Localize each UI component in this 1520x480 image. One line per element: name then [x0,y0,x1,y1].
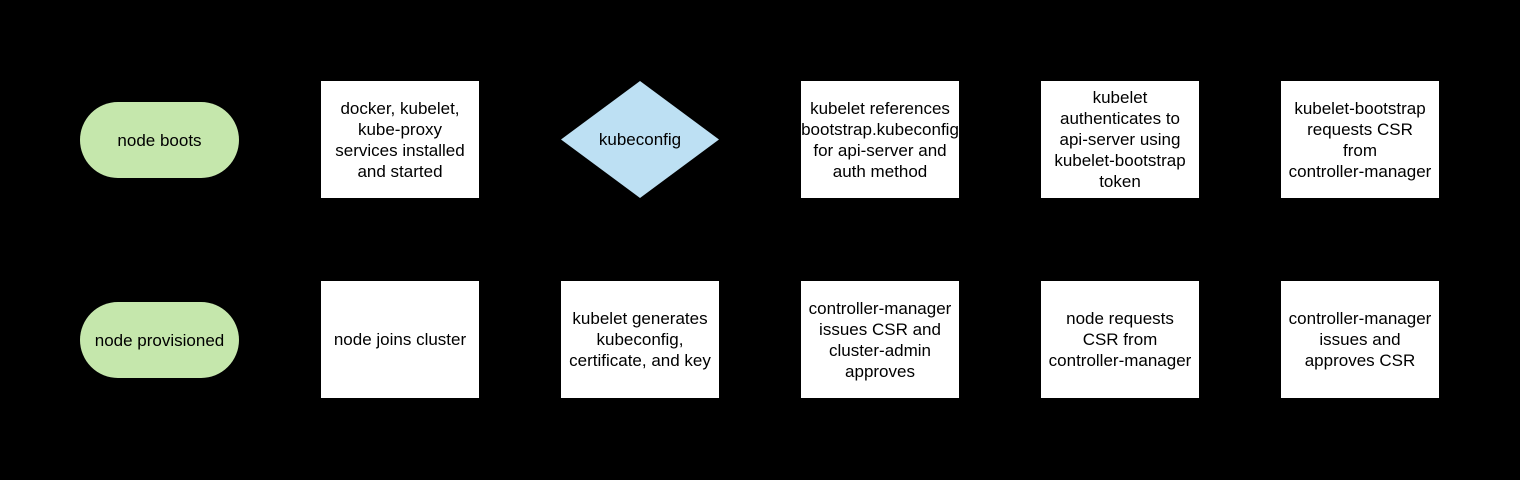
flow-node-kubeconfig-decision: kubeconfig [561,81,719,198]
flow-node-node-boots: node boots [80,102,239,178]
flow-node-services-installed: docker, kubelet, kube-proxy services ins… [321,81,479,198]
node-label: controller-manager issues and approves C… [1288,309,1432,370]
flow-node-kubelet-authenticates: kubelet authenticates to api-server usin… [1041,81,1199,198]
node-label: node joins cluster [333,330,467,349]
node-label: kubelet authenticates to api-server usin… [1054,88,1186,191]
flow-node-cm-issues-csr-admin-approves: controller-manager issues CSR and cluste… [801,281,959,398]
node-label: node provisioned [94,330,225,350]
node-label: node boots [117,130,202,150]
node-label: kubelet generates kubeconfig, certificat… [569,309,711,370]
flow-node-node-provisioned: node provisioned [80,302,239,378]
node-label: docker, kubelet, kube-proxy services ins… [335,98,465,181]
flow-node-node-requests-csr: node requests CSR from controller-manage… [1041,281,1199,398]
node-label: controller-manager issues CSR and cluste… [808,298,952,381]
flow-node-kubelet-generates: kubelet generates kubeconfig, certificat… [561,281,719,398]
node-label: node requests CSR from controller-manage… [1048,309,1192,370]
flow-node-cm-issues-and-approves: controller-manager issues and approves C… [1281,281,1439,398]
node-label: kubelet references bootstrap.kubeconfig … [801,98,959,181]
flow-node-kubelet-bootstrap-requests-csr: kubelet-bootstrap requests CSR from cont… [1281,81,1439,198]
flow-node-node-joins-cluster: node joins cluster [321,281,479,398]
flow-node-kubelet-references-bootstrap: kubelet references bootstrap.kubeconfig … [801,81,959,198]
node-label: kubeconfig [598,130,682,149]
node-label: kubelet-bootstrap requests CSR from cont… [1288,98,1432,181]
